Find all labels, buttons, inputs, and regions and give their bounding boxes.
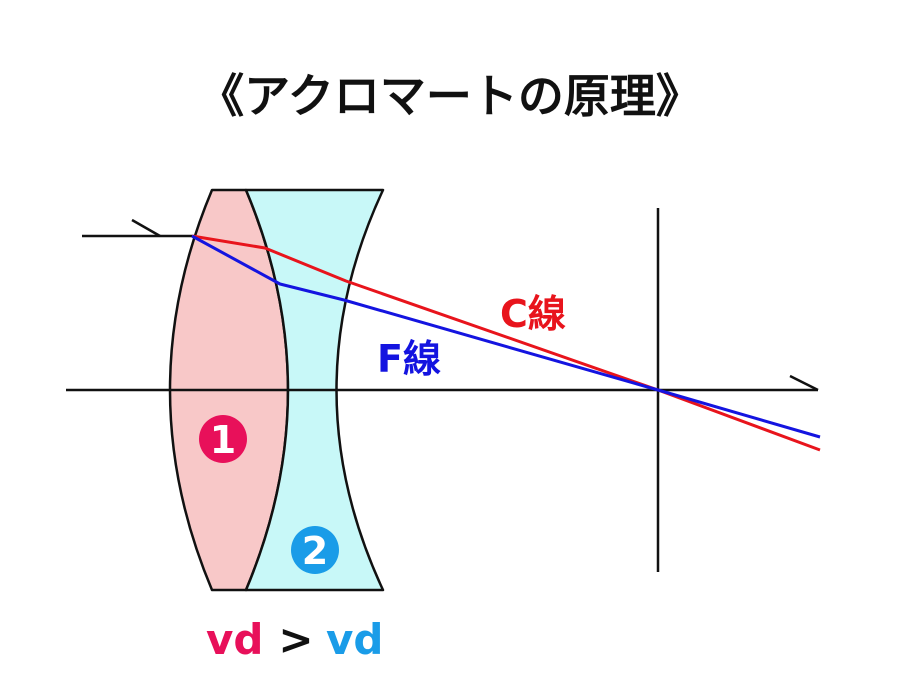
lens-2-badge-circle <box>291 526 339 574</box>
incident-ray-arrowhead <box>131 218 161 238</box>
f-ray-label: F線 <box>377 337 441 381</box>
c-ray-path <box>191 234 821 452</box>
c-ray-label: C線 <box>500 292 566 336</box>
page-title: 《アクロマートの原理》 <box>198 69 702 123</box>
abbe-number-lens-1: vd <box>206 615 263 664</box>
lens-1-badge: 1 <box>199 415 247 463</box>
lens-2-number: 2 <box>302 529 328 573</box>
f-ray-path <box>191 234 821 439</box>
lens-1-number: 1 <box>210 418 236 462</box>
lens-1-badge-circle <box>199 415 247 463</box>
axis-arrowhead <box>789 374 819 392</box>
abbe-number-lens-2: vd <box>326 615 383 664</box>
lens-2-badge: 2 <box>291 526 339 574</box>
greater-than-sign: > <box>278 615 313 664</box>
